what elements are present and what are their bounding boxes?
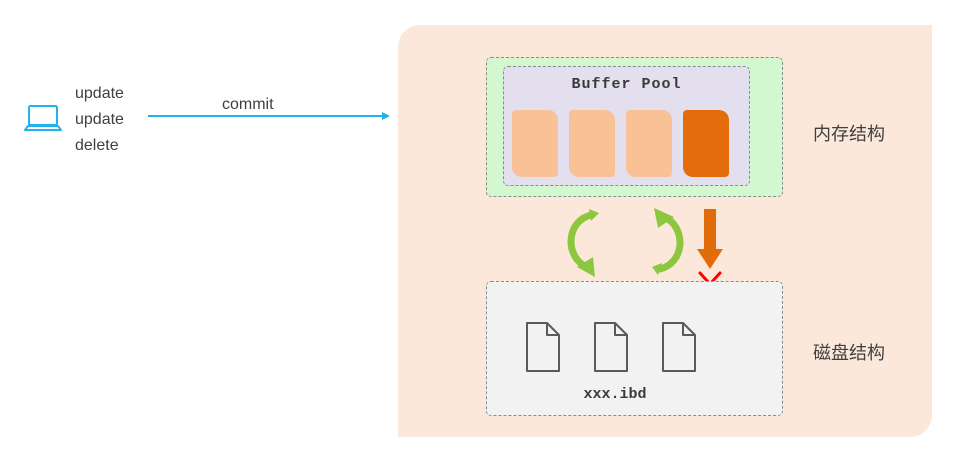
memory-structure-label: 内存结构 [813,124,885,144]
buffer-page-clean [512,110,558,177]
sync-curved-arrow-icon [652,208,684,275]
disk-structure-label: 磁盘结构 [813,343,885,363]
buffer-pool-title: Buffer Pool [571,76,682,93]
file-icon [526,322,560,372]
buffer-page-clean [626,110,672,177]
commit-arrow [148,112,390,120]
sql-statement-update: update [75,111,124,128]
flush-down-arrow-icon [697,209,723,269]
buffer-page-dirty [683,110,729,177]
disk-structure-box [486,281,783,416]
data-file-label: xxx.ibd [583,386,647,403]
laptop-icon [24,105,62,131]
file-icon [594,322,628,372]
commit-label: commit [222,96,274,113]
sql-statement-update: update [75,85,124,102]
sql-statement-delete: delete [75,137,119,154]
load-curved-arrow-icon [567,209,599,277]
buffer-page-clean [569,110,615,177]
file-icon [662,322,696,372]
